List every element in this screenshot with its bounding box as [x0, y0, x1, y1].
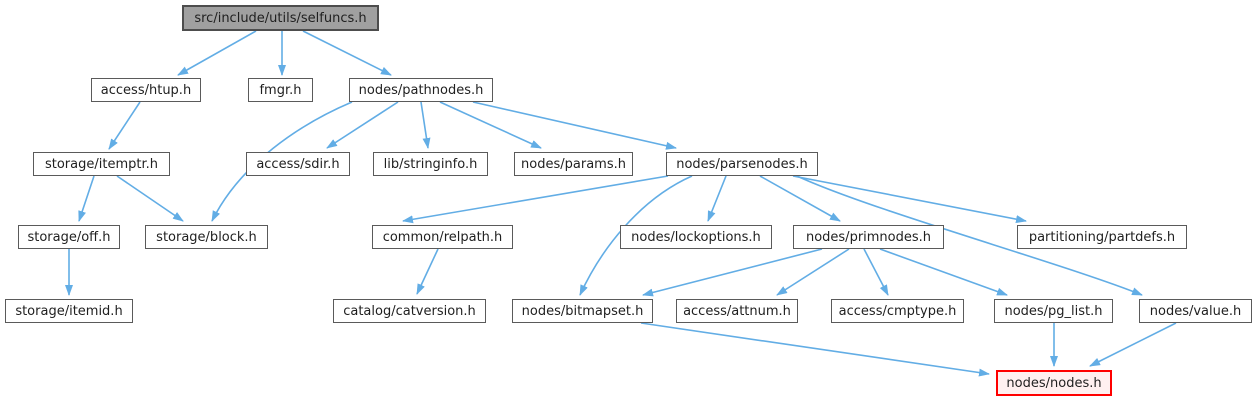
edge-pathnodes-stringinfo: [420, 101, 431, 149]
graph-node-stringinfo[interactable]: lib/stringinfo.h: [373, 152, 488, 176]
graph-node-label: nodes/pg_list.h: [1004, 303, 1103, 319]
graph-node-label: catalog/catversion.h: [343, 303, 476, 319]
graph-node-label: nodes/pathnodes.h: [358, 82, 484, 98]
edge-pathnodes-params: [439, 101, 542, 149]
graph-node-fmgr[interactable]: fmgr.h: [248, 78, 313, 102]
edge-primnodes-cmptype: [863, 248, 889, 296]
graph-node-nodes_h[interactable]: nodes/nodes.h: [996, 370, 1112, 396]
graph-node-label: storage/off.h: [27, 229, 111, 245]
graph-node-label: nodes/value.h: [1149, 303, 1242, 319]
graph-node-catversion[interactable]: catalog/catversion.h: [333, 299, 486, 323]
edge-selfuncs-htup: [177, 30, 257, 76]
edge-parsenodes-value: [796, 175, 1143, 296]
graph-node-label: partitioning/partdefs.h: [1028, 229, 1176, 245]
graph-node-label: access/htup.h: [100, 82, 192, 98]
graph-node-label: nodes/bitmapset.h: [521, 303, 644, 319]
graph-node-label: common/relpath.h: [382, 229, 503, 245]
edge-selfuncs-pathnodes: [302, 30, 392, 76]
graph-node-label: storage/itemptr.h: [44, 156, 158, 172]
graph-node-label: src/include/utils/selfuncs.h: [194, 10, 367, 26]
graph-node-label: lib/stringinfo.h: [383, 156, 478, 172]
graph-node-label: access/attnum.h: [683, 303, 791, 319]
graph-node-sdir[interactable]: access/sdir.h: [246, 152, 350, 176]
edge-bitmapset-nodes_h: [640, 322, 990, 377]
graph-node-off[interactable]: storage/off.h: [18, 225, 120, 249]
graph-node-label: nodes/params.h: [521, 156, 626, 172]
graph-node-cmptype[interactable]: access/cmptype.h: [831, 299, 964, 323]
graph-node-label: storage/block.h: [156, 229, 257, 245]
graph-node-label: access/cmptype.h: [838, 303, 957, 319]
graph-node-pg_list[interactable]: nodes/pg_list.h: [994, 299, 1113, 323]
edge-primnodes-attnum: [776, 248, 850, 296]
graph-node-bitmapset[interactable]: nodes/bitmapset.h: [512, 299, 653, 323]
graph-node-params[interactable]: nodes/params.h: [514, 152, 633, 176]
graph-node-label: nodes/parsenodes.h: [676, 156, 808, 172]
graph-node-primnodes[interactable]: nodes/primnodes.h: [793, 225, 944, 249]
graph-node-label: storage/itemid.h: [15, 303, 123, 319]
edge-pathnodes-block: [211, 101, 353, 222]
graph-node-block[interactable]: storage/block.h: [145, 225, 268, 249]
graph-node-parsenodes[interactable]: nodes/parsenodes.h: [666, 152, 818, 176]
edge-htup-itemptr: [108, 101, 141, 150]
graph-node-selfuncs: src/include/utils/selfuncs.h: [182, 5, 379, 31]
graph-node-pathnodes[interactable]: nodes/pathnodes.h: [349, 78, 493, 102]
edge-pathnodes-parsenodes: [472, 101, 677, 150]
edge-pathnodes-sdir: [326, 101, 399, 149]
graph-node-label: fmgr.h: [259, 82, 302, 98]
edge-value-nodes_h: [1089, 322, 1177, 367]
graph-node-attnum[interactable]: access/attnum.h: [676, 299, 798, 323]
graph-node-relpath[interactable]: common/relpath.h: [372, 225, 513, 249]
graph-node-htup[interactable]: access/htup.h: [91, 78, 201, 102]
edge-primnodes-pg_list: [879, 248, 1008, 296]
edge-itemptr-off: [78, 175, 95, 222]
edge-relpath-catversion: [416, 248, 439, 295]
graph-node-itemptr[interactable]: storage/itemptr.h: [33, 152, 170, 176]
graph-node-lockoptions[interactable]: nodes/lockoptions.h: [620, 225, 772, 249]
edge-primnodes-bitmapset: [642, 248, 823, 297]
graph-node-label: access/sdir.h: [256, 156, 340, 172]
edge-parsenodes-lockoptions: [707, 175, 727, 222]
edge-parsenodes-primnodes: [759, 175, 841, 222]
graph-node-partdefs[interactable]: partitioning/partdefs.h: [1017, 225, 1187, 249]
graph-node-label: nodes/lockoptions.h: [631, 229, 761, 245]
graph-node-label: nodes/primnodes.h: [805, 229, 932, 245]
graph-node-label: nodes/nodes.h: [1006, 375, 1102, 391]
edge-itemptr-block: [116, 175, 184, 222]
edge-parsenodes-partdefs: [792, 175, 1027, 224]
graph-node-itemid[interactable]: storage/itemid.h: [5, 299, 133, 323]
edge-parsenodes-relpath: [402, 175, 669, 224]
graph-node-value[interactable]: nodes/value.h: [1139, 299, 1252, 323]
